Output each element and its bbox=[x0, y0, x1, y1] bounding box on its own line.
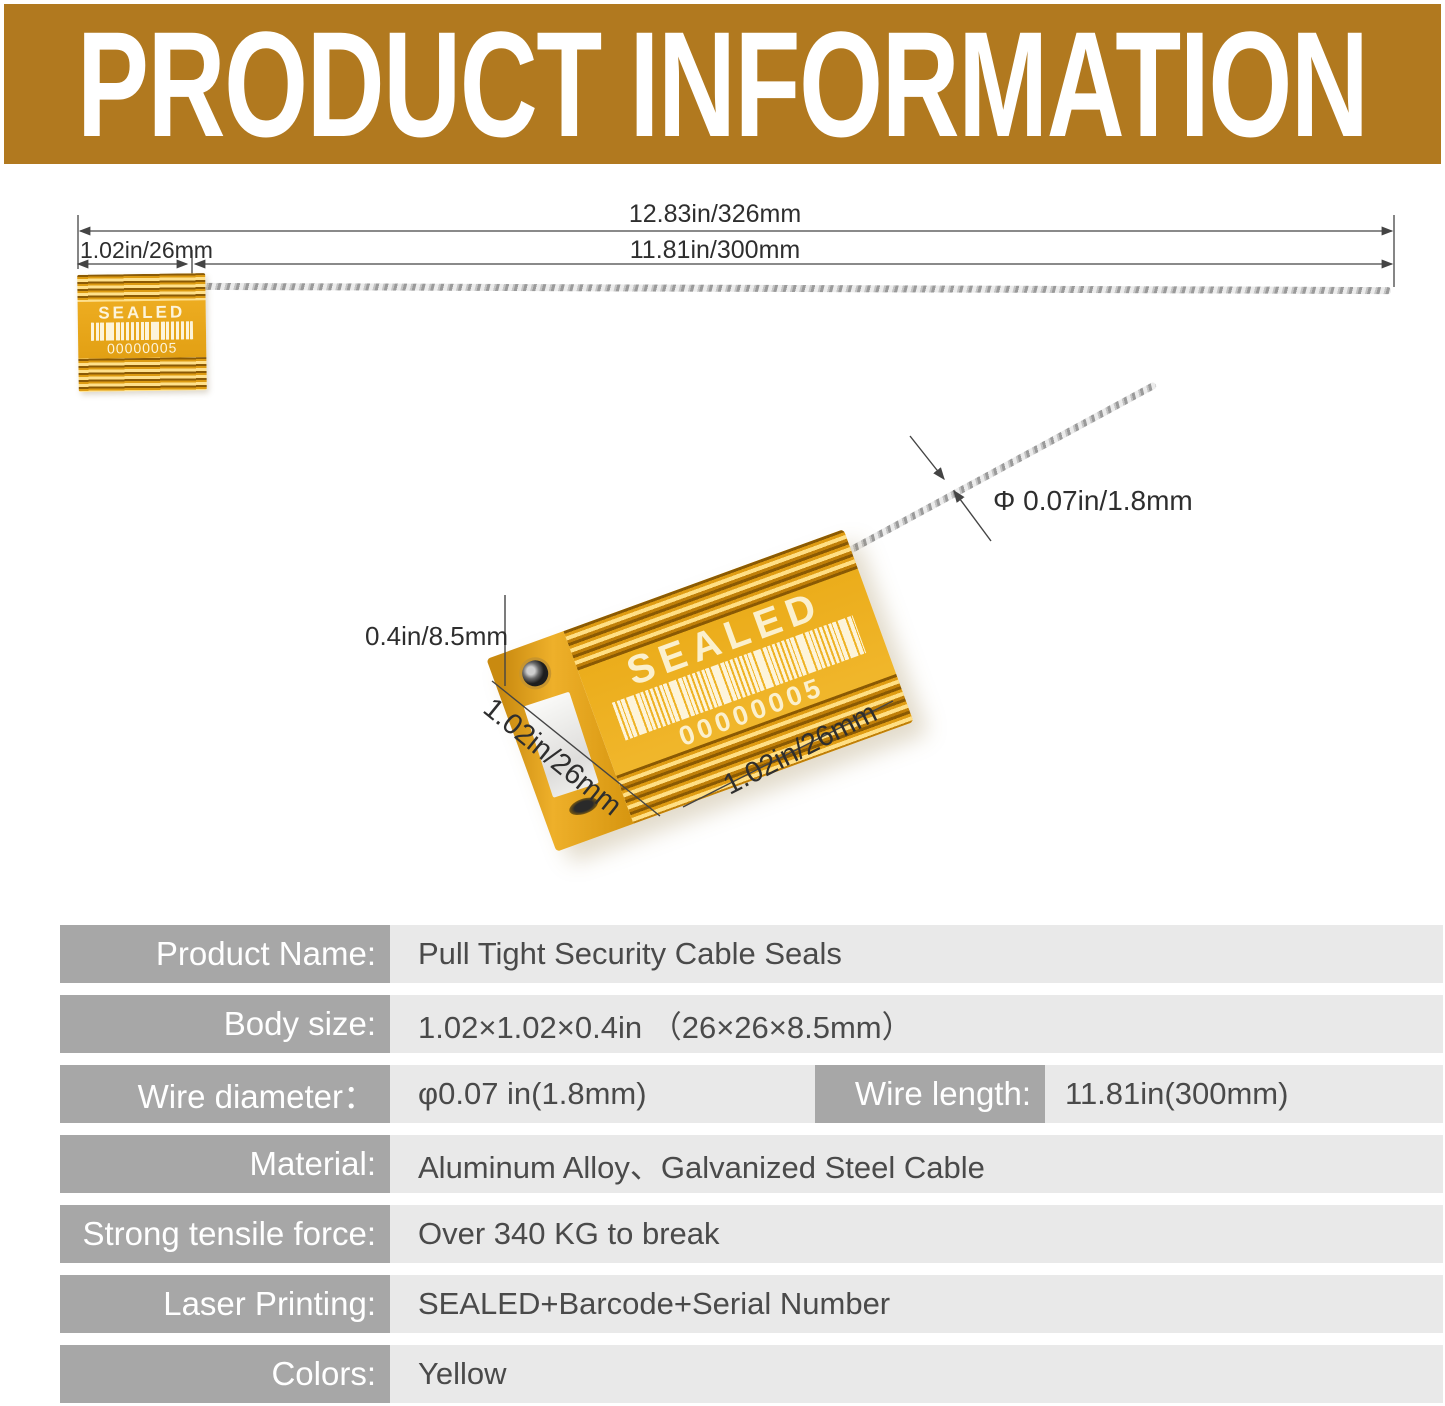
barcode-icon bbox=[90, 320, 194, 341]
row-label: Wire diameter： bbox=[60, 1065, 390, 1123]
table-row: Laser Printing: SEALED+Barcode+Serial Nu… bbox=[60, 1275, 1443, 1333]
dimension-label-wire-diameter: Φ 0.07in/1.8mm bbox=[993, 485, 1193, 516]
row-value: φ0.07 in(1.8mm) bbox=[418, 1076, 647, 1111]
row-value: Over 340 KG to break bbox=[418, 1216, 720, 1251]
row-value: SEALED+Barcode+Serial Number bbox=[418, 1286, 891, 1321]
dimension-line bbox=[76, 215, 1395, 287]
table-row: Colors: Yellow bbox=[60, 1345, 1443, 1403]
wire-pointer-arrow bbox=[953, 489, 992, 542]
table-row: Wire diameter： φ0.07 in(1.8mm) Wire leng… bbox=[60, 1065, 1443, 1123]
table-row: Strong tensile force: Over 340 KG to bre… bbox=[60, 1205, 1443, 1263]
row-label: Product Name: bbox=[60, 925, 390, 983]
dimension-label-thickness: 0.4in/8.5mm bbox=[365, 621, 509, 651]
page-title: PRODUCT INFORMATION bbox=[77, 0, 1369, 168]
header-banner: PRODUCT INFORMATION bbox=[4, 4, 1441, 164]
row-label: Material: bbox=[60, 1135, 390, 1193]
seal-face: SEALED 00000005 bbox=[77, 300, 207, 359]
dimension-label-total-length: 12.83in/326mm bbox=[628, 200, 802, 228]
dimension-label-body-width: 1.02in/26mm bbox=[80, 237, 213, 263]
table-row: Material: Aluminum Alloy、Galvanized Stee… bbox=[60, 1135, 1443, 1193]
seal-brand-text: SEALED bbox=[98, 301, 186, 323]
row-value-secondary: 11.81in(300mm) bbox=[1065, 1076, 1289, 1111]
seal-ridges bbox=[77, 273, 206, 302]
cable-seal-small: SEALED 00000005 bbox=[77, 273, 207, 392]
row-label: Body size: bbox=[60, 995, 390, 1053]
row-value: Aluminum Alloy、Galvanized Steel Cable bbox=[418, 1149, 985, 1185]
seal-ridges bbox=[78, 357, 207, 392]
row-value: Yellow bbox=[418, 1356, 507, 1391]
spec-table: Product Name: Pull Tight Security Cable … bbox=[60, 925, 1443, 1403]
dimension-label-wire-length: 11.81in/300mm bbox=[629, 236, 801, 264]
detail-dimension-lines bbox=[491, 435, 992, 817]
top-dimension-lines bbox=[76, 215, 1395, 287]
row-label: Laser Printing: bbox=[60, 1275, 390, 1333]
table-row: Product Name: Pull Tight Security Cable … bbox=[60, 925, 1443, 983]
row-label: Strong tensile force: bbox=[60, 1205, 390, 1263]
dimension-line bbox=[491, 435, 992, 817]
wire-pointer-arrow bbox=[909, 435, 945, 481]
seal-serial-number: 00000005 bbox=[106, 339, 178, 356]
row-label-secondary: Wire length: bbox=[815, 1065, 1045, 1123]
table-row: Body size: 1.02×1.02×0.4in （26×26×8.5mm） bbox=[60, 995, 1443, 1053]
row-label: Colors: bbox=[60, 1345, 390, 1403]
row-value: Pull Tight Security Cable Seals bbox=[418, 936, 842, 971]
row-value: 1.02×1.02×0.4in （26×26×8.5mm） bbox=[418, 1009, 913, 1045]
